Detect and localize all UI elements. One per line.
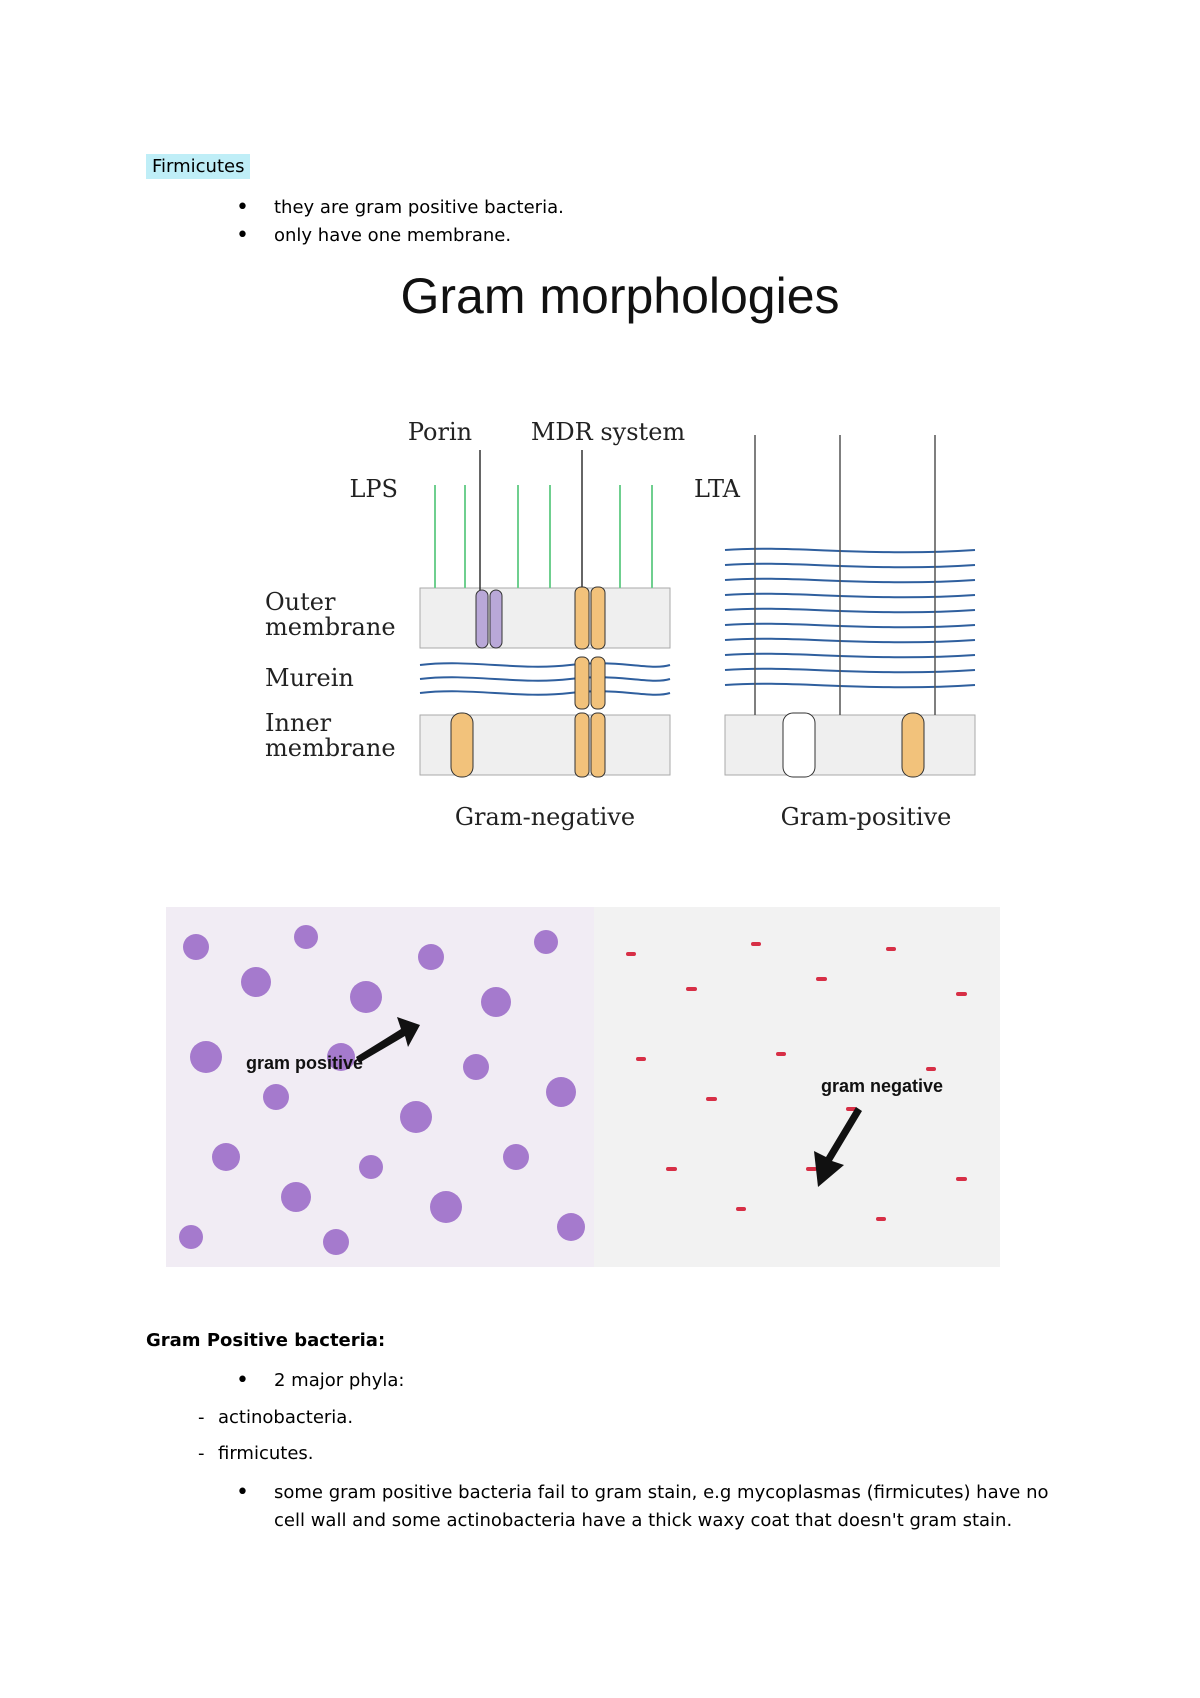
gram-positive-photo-label: gram positive	[246, 1053, 363, 1073]
porin-label: Porin	[408, 418, 472, 446]
gram-negative-arrow-icon	[814, 1107, 862, 1187]
gram-negative-caption: Gram-negative	[455, 803, 635, 831]
porin-channel	[475, 589, 489, 649]
inner-membrane-protein	[450, 712, 474, 778]
murein-line	[724, 652, 976, 659]
gram-negative-envelope	[419, 450, 671, 778]
murein-line	[419, 690, 671, 696]
inner-membrane-label: Inner	[265, 709, 332, 737]
mdr-inner-channel	[590, 712, 606, 778]
gram-positive-cells	[179, 925, 585, 1255]
gram-positive-panel	[166, 907, 594, 1267]
dash-text: firmicutes.	[218, 1443, 314, 1464]
dash-text: actinobacteria.	[218, 1407, 354, 1428]
dash-marker: -	[198, 1443, 205, 1464]
diagram-title: Gram morphologies	[400, 268, 839, 324]
gram-positive-envelope	[724, 435, 976, 778]
bullet-continuation: cell wall and some actinobacteria have a…	[274, 1510, 1012, 1531]
mdr-system-label: MDR system	[531, 418, 686, 446]
firmicutes-heading: Firmicutes	[146, 154, 251, 179]
murein-line	[419, 676, 671, 682]
gram-negative-cells	[626, 942, 967, 1221]
bullet-dot-icon: •	[236, 1368, 249, 1393]
gram-negative-panel	[594, 907, 1000, 1267]
outer-membrane-label-2: membrane	[265, 613, 396, 641]
dash-item: - firmicutes.	[198, 1443, 314, 1464]
mdr-periplasm-channel	[574, 656, 590, 710]
mdr-periplasm-channel	[590, 656, 606, 710]
murein-line	[724, 607, 976, 614]
bullet-text: they are gram positive bacteria.	[274, 197, 564, 218]
murein-line	[724, 577, 976, 584]
murein-line	[724, 547, 976, 554]
mdr-inner-channel	[574, 712, 590, 778]
murein-line	[724, 562, 976, 569]
gram-morphologies-diagram: Gram morphologies Porin MDR system LPS L…	[265, 268, 976, 831]
inner-membrane-protein	[901, 712, 925, 778]
dash-item: - actinobacteria.	[198, 1407, 354, 1428]
mdr-outer-channel	[590, 586, 606, 650]
bullet-item: • some gram positive bacteria fail to gr…	[236, 1480, 1049, 1505]
gram-positive-arrow-icon	[356, 1017, 420, 1063]
bullet-dot-icon: •	[236, 223, 249, 248]
murein-line	[419, 662, 671, 668]
gram-positive-caption: Gram-positive	[781, 803, 952, 831]
lps-chains	[434, 485, 653, 588]
bullet-item: • only have one membrane.	[236, 223, 512, 248]
bullet-text: 2 major phyla:	[274, 1370, 405, 1391]
gram-stain-microscopy-image: gram positive gram negative	[166, 907, 1000, 1267]
bullet-dot-icon: •	[236, 1480, 249, 1505]
bullet-text: cell wall and some actinobacteria have a…	[274, 1510, 1013, 1531]
porin-channel	[489, 589, 503, 649]
murein-line	[724, 592, 976, 599]
lps-label: LPS	[349, 475, 398, 503]
murein-line	[724, 682, 976, 689]
gram-positive-heading: Gram Positive bacteria:	[146, 1330, 386, 1351]
lta-label: LTA	[694, 475, 741, 503]
bullet-item: • they are gram positive bacteria.	[236, 195, 564, 220]
dash-marker: -	[198, 1407, 205, 1428]
outer-membrane-layer	[419, 587, 671, 649]
murein-line	[724, 622, 976, 629]
inner-membrane-layer	[724, 714, 976, 776]
murein-line	[724, 637, 976, 644]
inner-membrane-label-2: membrane	[265, 734, 396, 762]
bullet-item: • 2 major phyla:	[236, 1368, 405, 1393]
bullet-text: some gram positive bacteria fail to gram…	[274, 1482, 1049, 1503]
lta-chains	[754, 435, 936, 715]
murein-label: Murein	[265, 664, 354, 692]
bullet-text: only have one membrane.	[274, 225, 512, 246]
murein-line	[724, 667, 976, 674]
outer-membrane-label: Outer	[265, 588, 336, 616]
gram-negative-photo-label: gram negative	[821, 1076, 943, 1096]
inner-membrane-protein	[782, 712, 816, 778]
bullet-dot-icon: •	[236, 195, 249, 220]
mdr-outer-channel	[574, 586, 590, 650]
